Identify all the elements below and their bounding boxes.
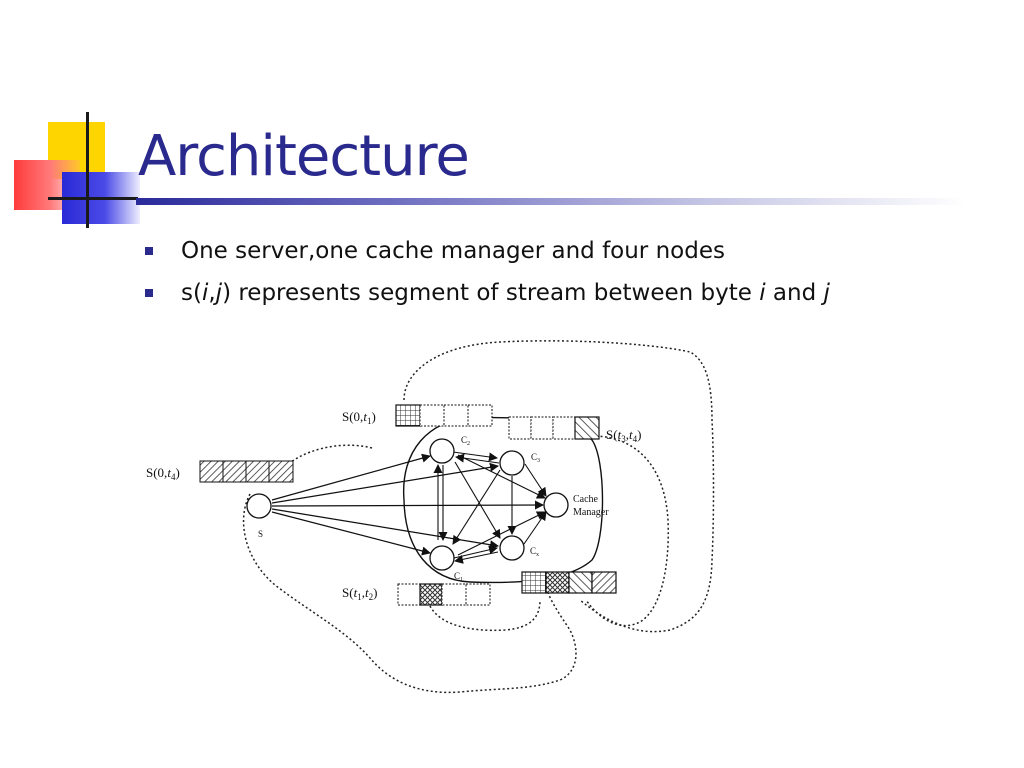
title-underline-rule — [136, 198, 966, 205]
inner-loop-bottom — [429, 599, 541, 632]
label-s0t1: S(0,t1) — [342, 409, 376, 426]
bullet-item: s(i,j) represents segment of stream betw… — [145, 272, 830, 314]
cluster-edges — [433, 451, 547, 564]
node-cx — [499, 535, 525, 561]
label-manager: Manager — [573, 507, 609, 518]
buffer-st3t4 — [508, 416, 600, 440]
label-cx: Cx — [530, 546, 539, 558]
bullet-square-icon — [145, 247, 153, 255]
left-dotted-wing — [281, 444, 373, 471]
bullet-item: One server,one cache manager and four no… — [145, 230, 830, 272]
edge-s-cache — [271, 500, 544, 510]
buffer-s0t1 — [395, 404, 493, 427]
edge-c2-cx — [454, 461, 501, 539]
edge-s-c2 — [271, 453, 431, 501]
nodes — [246, 438, 569, 571]
edge-c3-c1 — [452, 469, 501, 545]
bullet-text: s(i,j) represents segment of stream betw… — [181, 280, 830, 306]
bullet-text: One server,one cache manager and four no… — [181, 238, 725, 264]
label-st3t4: S(t3,t4) — [606, 427, 641, 444]
edge-c2-cache — [457, 454, 546, 499]
node-labels: S C2 C3 Cx C1 Cache Manager — [258, 435, 609, 583]
node-c2 — [429, 438, 455, 464]
decor-horizontal-line — [48, 197, 138, 200]
buffer-cache-manager — [521, 571, 617, 594]
label-st1t2: S(t1,t2) — [342, 585, 377, 602]
decor-vertical-line — [86, 112, 89, 228]
buffer-s0t4 — [199, 460, 294, 483]
label-server: S — [258, 529, 263, 539]
buffer-st1t2 — [397, 583, 491, 606]
bullet-list: One server,one cache manager and four no… — [145, 230, 830, 314]
outer-loop-right — [585, 435, 669, 627]
label-s0t4: S(0,t4) — [146, 465, 180, 482]
edge-cx-c1 — [454, 551, 499, 564]
buffer-labels: S(0,t1) S(0,t4) S(t3,t4) S(t1,t2) — [146, 409, 641, 602]
dotted-loops — [242, 340, 715, 694]
edge-s-c3 — [271, 462, 499, 504]
node-c3 — [499, 450, 525, 476]
edge-c2-c3 — [452, 451, 498, 462]
label-c3: C3 — [531, 452, 540, 464]
node-c1 — [429, 545, 455, 571]
node-server — [246, 493, 272, 519]
edge-c3-cache — [524, 463, 547, 497]
label-cache: Cache — [573, 494, 599, 505]
outer-loop-top — [403, 340, 715, 633]
bullet-square-icon — [145, 289, 153, 297]
edge-c1-cache — [457, 511, 546, 556]
label-c1: C1 — [454, 571, 463, 583]
edge-s-c1 — [271, 511, 431, 556]
slide-title: Architecture — [138, 124, 470, 189]
label-c2: C2 — [461, 435, 470, 447]
node-cache-manager — [543, 492, 569, 518]
